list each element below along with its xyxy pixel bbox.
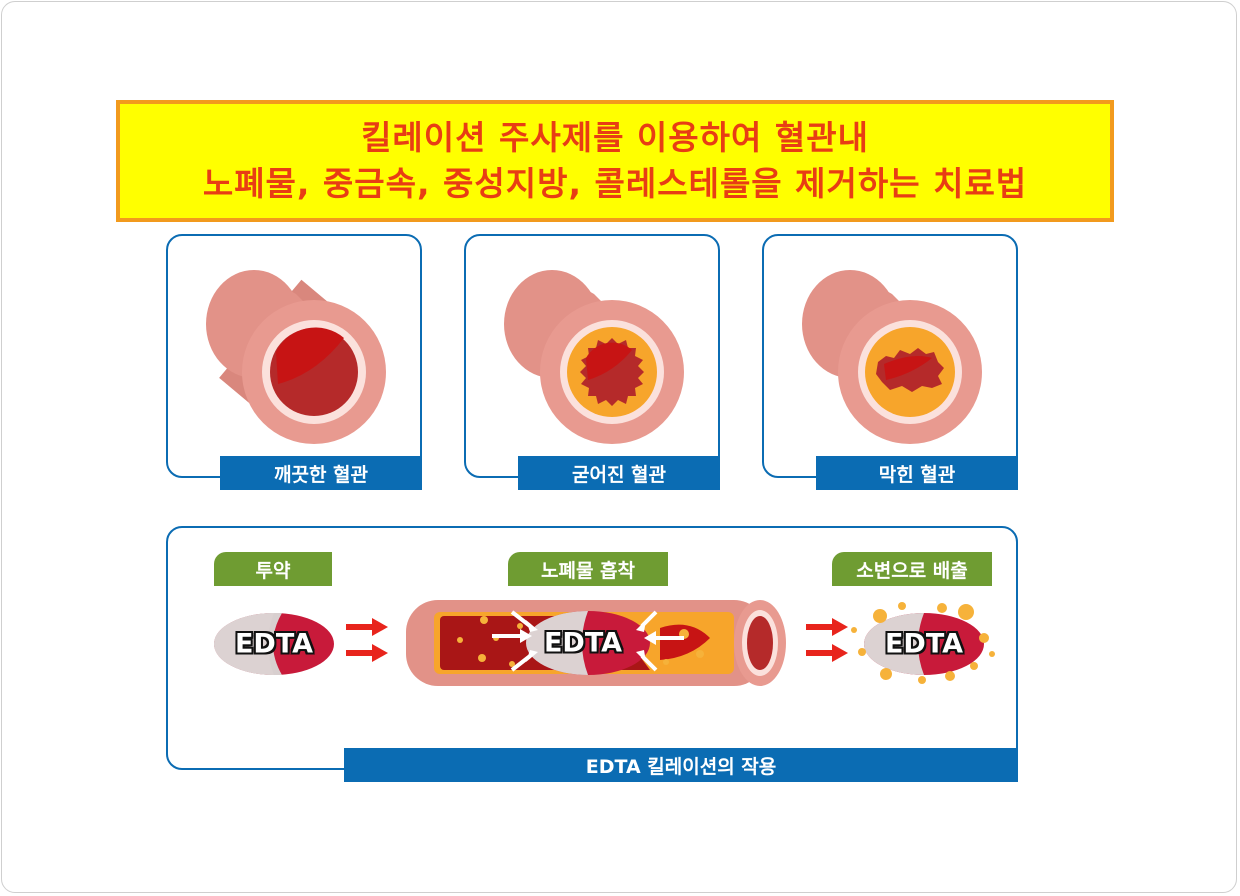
clean-vessel-illustration bbox=[206, 270, 386, 444]
step-tag-absorb: 노폐물 흡착 bbox=[508, 552, 668, 586]
pill-half-light bbox=[214, 613, 274, 675]
arrow-pair-2 bbox=[806, 618, 848, 662]
right-arrow-icon bbox=[346, 618, 388, 662]
tube-end-lumen bbox=[747, 616, 773, 670]
process-caption: EDTA 킬레이션의 작용 bbox=[344, 748, 1018, 782]
edta-pill-excrete bbox=[851, 602, 995, 684]
arrow-pair-1 bbox=[346, 618, 388, 662]
right-arrow-icon bbox=[806, 618, 848, 662]
blood-highlight bbox=[586, 342, 632, 380]
pill-label-absorb: EDTA bbox=[543, 627, 623, 659]
hardened-vessel-illustration bbox=[504, 270, 684, 444]
title-line-2: 노폐물, 중금속, 중성지방, 콜레스테롤을 제거하는 치료법 bbox=[202, 164, 1028, 203]
step-tag-excrete: 소변으로 배출 bbox=[832, 552, 992, 586]
blocked-vessel-illustration bbox=[802, 270, 982, 444]
vessel-label-blocked: 막힌 혈관 bbox=[816, 456, 1018, 490]
tube-blood-right bbox=[660, 624, 710, 660]
vessel-tube-absorption bbox=[406, 600, 786, 686]
vessel-label-hardened: 굳어진 혈관 bbox=[518, 456, 720, 490]
vessel-label-clean: 깨끗한 혈관 bbox=[220, 456, 422, 490]
debris-particles bbox=[851, 602, 995, 684]
title-line-1: 킬레이션 주사제를 이용하여 혈관내 bbox=[361, 118, 869, 157]
blood-highlight bbox=[276, 327, 344, 384]
pill-label-administer: EDTA bbox=[234, 628, 314, 660]
blood-highlight bbox=[884, 356, 932, 380]
title-banner: 킬레이션 주사제를 이용하여 혈관내 노폐물, 중금속, 중성지방, 콜레스테롤… bbox=[116, 100, 1114, 222]
pill-half-light bbox=[526, 611, 588, 675]
pill-half-light bbox=[864, 613, 924, 675]
edta-pill-administer bbox=[214, 613, 334, 675]
pill-label-excrete: EDTA bbox=[884, 628, 964, 660]
absorb-arrows bbox=[492, 610, 684, 672]
step-tag-administer: 투약 bbox=[214, 552, 332, 586]
